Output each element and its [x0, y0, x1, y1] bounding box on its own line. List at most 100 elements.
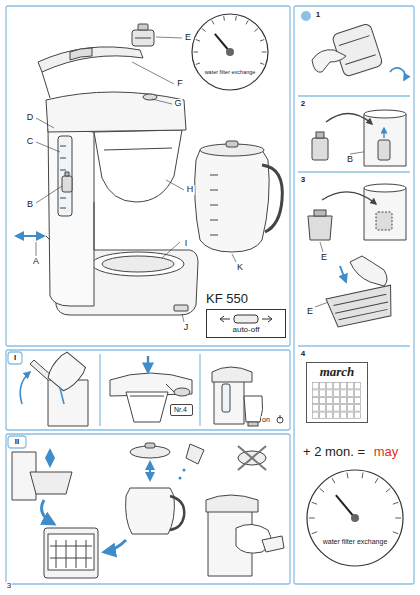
step-2-remove-cartridge [312, 138, 328, 160]
filter-dial [260, 63, 264, 65]
section-2-cleaning [44, 528, 98, 578]
step-2-remove-cartridge [364, 110, 406, 118]
date-formula: + 2 mon. = [302, 445, 366, 459]
part-letter: B [346, 155, 354, 165]
filter-dial [192, 14, 268, 90]
filter-dial [351, 514, 359, 522]
section-2-cleaning [104, 540, 126, 552]
calendar-grid [334, 405, 340, 411]
dial-caption: water filter exchange [204, 69, 257, 75]
plug-arrow [46, 236, 50, 240]
section-2-cleaning [76, 540, 77, 568]
calendar-grid [320, 397, 326, 403]
section-2-cleaning [42, 500, 54, 524]
coffee-maker [58, 136, 72, 216]
step-1-insert-cartridge [390, 68, 405, 80]
section-1-brewing [126, 392, 168, 422]
filter-dial [312, 502, 317, 504]
filter-dial [235, 16, 237, 20]
section-2-cleaning [186, 444, 204, 464]
coffee-maker [174, 305, 188, 311]
section-1-brewing [60, 388, 64, 404]
part-letter: A [32, 257, 40, 267]
filter-dial [320, 488, 324, 492]
section-2-cleaning [179, 477, 182, 480]
calendar-grid [348, 390, 354, 396]
step-2-remove-cartridge [326, 113, 372, 124]
panel-frames [6, 434, 290, 584]
calendar-grid [334, 382, 340, 388]
calendar-grid [320, 405, 326, 411]
calendar-grid [355, 405, 361, 411]
calendar-grid [341, 412, 347, 418]
calendar-grid [334, 390, 340, 396]
section-2-cleaning [262, 536, 284, 552]
part-letter: E [320, 253, 328, 263]
calendar-grid [341, 382, 347, 388]
leader-line [36, 186, 62, 203]
plug-arrow [16, 235, 44, 237]
step-3-new-cartridge [376, 212, 392, 230]
cartridge-in-hand [332, 23, 384, 77]
calendar-grid [313, 405, 319, 411]
glass-carafe [210, 220, 218, 221]
section-1-brewing [174, 388, 190, 396]
pressing-cartridge [326, 285, 397, 328]
filter-dial [332, 478, 335, 483]
model-number: KF 550 [206, 292, 286, 307]
section-2-cleaning [12, 443, 284, 578]
leader-line [166, 180, 184, 190]
filter-dial [262, 52, 267, 53]
switch-panel: auto-off [206, 309, 286, 338]
calendar-grid [313, 412, 319, 418]
part-letter: J [183, 323, 190, 333]
step-3-new-cartridge [364, 188, 406, 240]
section-2-cleaning [238, 446, 266, 470]
section-number: II [14, 438, 20, 447]
panel-frames [199, 354, 200, 426]
part-letter: D [26, 113, 35, 123]
step-number: 3 [300, 176, 306, 185]
section-2-cleaning [30, 472, 72, 494]
calendar-grid [313, 390, 319, 396]
section-1-brewing [280, 415, 281, 419]
coffee-maker [60, 208, 66, 209]
step-3-new-cartridge [322, 192, 376, 204]
filter-dial [393, 532, 398, 534]
part-letter: E [184, 33, 192, 43]
coffee-maker [38, 47, 198, 315]
leader-line [36, 118, 54, 128]
coffee-maker [42, 72, 50, 98]
step-1-insert-cartridge [301, 11, 311, 21]
panel-frames [8, 352, 22, 364]
section-1-brewing [20, 350, 283, 426]
leader-line [132, 62, 174, 84]
panel-frames [6, 6, 290, 346]
calendar-grid [327, 382, 333, 388]
filter-dial [246, 20, 248, 24]
step-2-remove-cartridge [378, 140, 390, 160]
section-2-cleaning [149, 462, 151, 480]
cartridge-in-hand [332, 23, 384, 77]
glass-carafe [226, 141, 238, 147]
leader-line [162, 242, 180, 258]
calendar-grid [341, 397, 347, 403]
filter-dial [362, 473, 363, 479]
panel-frames [8, 436, 26, 448]
part-letter: K [236, 263, 244, 273]
filter-dial [192, 14, 268, 90]
cartridge-in-hand [345, 55, 375, 65]
calendar-grid [313, 397, 319, 403]
pouring-carafe [45, 350, 88, 393]
pressing-cartridge [326, 285, 397, 328]
filter-dial [226, 48, 234, 56]
switch-symbol [234, 315, 258, 323]
coffee-maker [62, 176, 72, 192]
section-2-cleaning [48, 534, 94, 570]
section-2-cleaning [238, 446, 266, 470]
calendar-grid [334, 397, 340, 403]
glass-carafe [210, 235, 218, 236]
coffee-maker [92, 252, 184, 276]
section-1-brewing [248, 422, 258, 426]
filter-dial [202, 29, 205, 32]
